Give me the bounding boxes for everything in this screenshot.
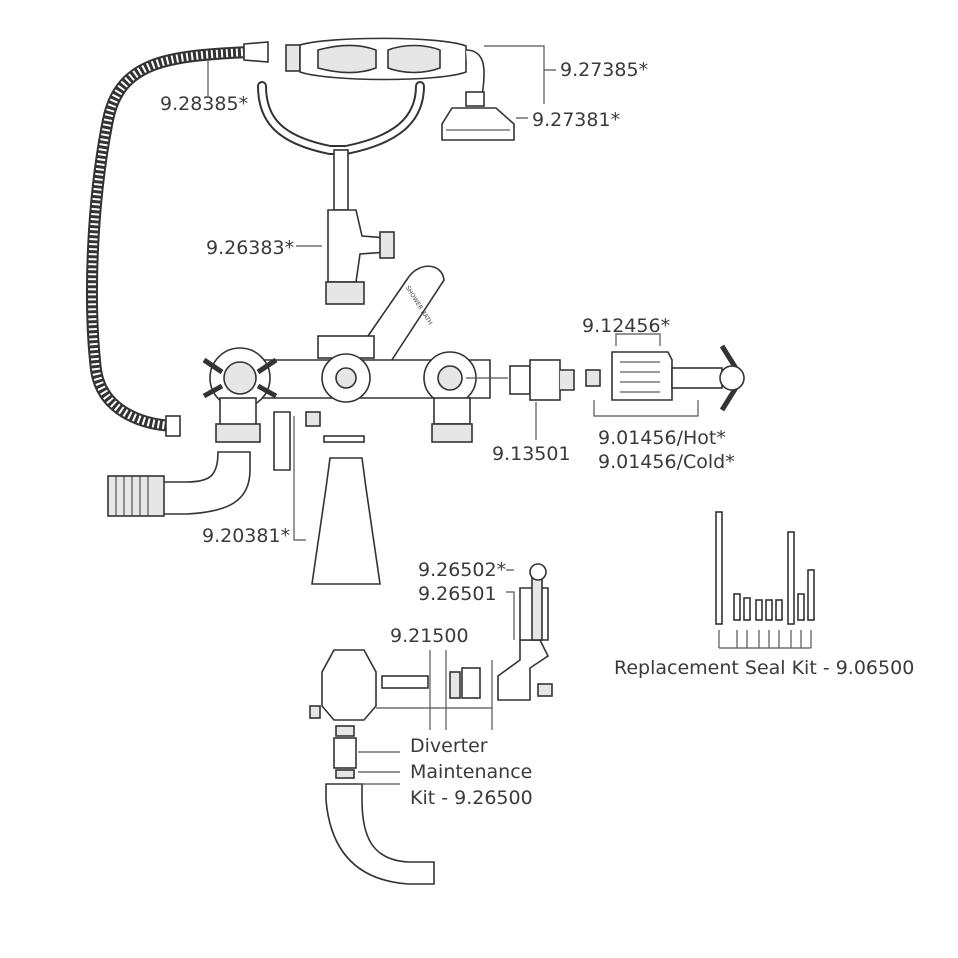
label-hose: 9.28385* [160, 93, 248, 115]
diverter-assembly [309, 563, 553, 885]
shower-handset [285, 37, 515, 141]
leader-lines [207, 45, 699, 785]
label-diverter-kit-line2: Maintenance [410, 761, 532, 783]
label-diverter-spindle: 9.21500 [390, 625, 469, 647]
label-handle-hot: 9.01456/Hot* [598, 427, 726, 449]
label-diverter-kit-line3: Kit - 9.26500 [410, 787, 533, 809]
label-diverter-knob: 9.26502* [418, 559, 506, 581]
label-handset-body: 9.27385* [560, 59, 648, 81]
seal-kit-parts [715, 511, 815, 649]
label-lever: 9.12456* [582, 315, 670, 337]
cartridge-assembly [509, 344, 745, 412]
part-labels: 9.28385* 9.27385* 9.27381* 9.26383* 9.12… [160, 59, 914, 809]
mixer-body [202, 335, 491, 443]
label-seal-kit: Replacement Seal Kit - 9.06500 [614, 657, 914, 679]
shower-hose [86, 41, 269, 437]
label-handset-head: 9.27381* [532, 109, 620, 131]
label-cartridge: 9.13501 [492, 443, 571, 465]
label-cradle: 9.26383* [206, 237, 294, 259]
handset-cradle [257, 81, 425, 305]
label-riser: 9.20381* [202, 525, 290, 547]
label-diverter-kit-line1: Diverter [410, 735, 488, 757]
label-diverter-lever: 9.26501 [418, 583, 497, 605]
spout-riser [107, 411, 381, 585]
label-handle-cold: 9.01456/Cold* [598, 451, 735, 473]
